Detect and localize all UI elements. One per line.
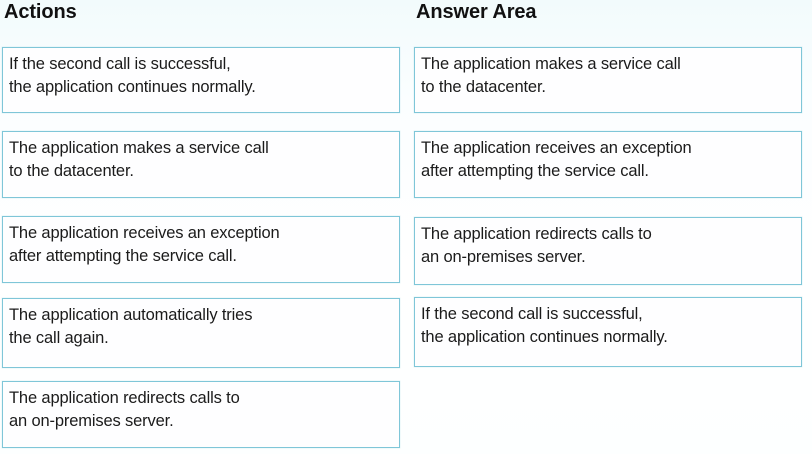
action-item[interactable]: The application receives an exception af… <box>2 216 400 283</box>
action-item-label: The application automatically tries the … <box>9 306 253 347</box>
answer-item-label: If the second call is successful, the ap… <box>421 305 668 346</box>
answer-item-label: The application redirects calls to an on… <box>421 225 652 266</box>
action-item[interactable]: The application redirects calls to an on… <box>2 381 400 448</box>
action-item[interactable]: If the second call is successful, the ap… <box>2 47 400 113</box>
answer-item-label: The application makes a service call to … <box>421 55 681 96</box>
action-item-label: The application redirects calls to an on… <box>9 389 240 430</box>
answer-item[interactable]: The application receives an exception af… <box>414 131 802 198</box>
answer-item[interactable]: The application makes a service call to … <box>414 47 802 113</box>
action-item[interactable]: The application automatically tries the … <box>2 298 400 368</box>
answer-item[interactable]: The application redirects calls to an on… <box>414 217 802 285</box>
action-item-label: The application makes a service call to … <box>9 139 269 180</box>
action-item[interactable]: The application makes a service call to … <box>2 131 400 198</box>
answer-item-label: The application receives an exception af… <box>421 139 692 180</box>
action-item-label: The application receives an exception af… <box>9 224 280 265</box>
actions-column-title: Actions <box>4 1 77 23</box>
answer-item[interactable]: If the second call is successful, the ap… <box>414 297 802 367</box>
answer-area-column-title: Answer Area <box>416 1 537 23</box>
action-item-label: If the second call is successful, the ap… <box>9 55 256 96</box>
